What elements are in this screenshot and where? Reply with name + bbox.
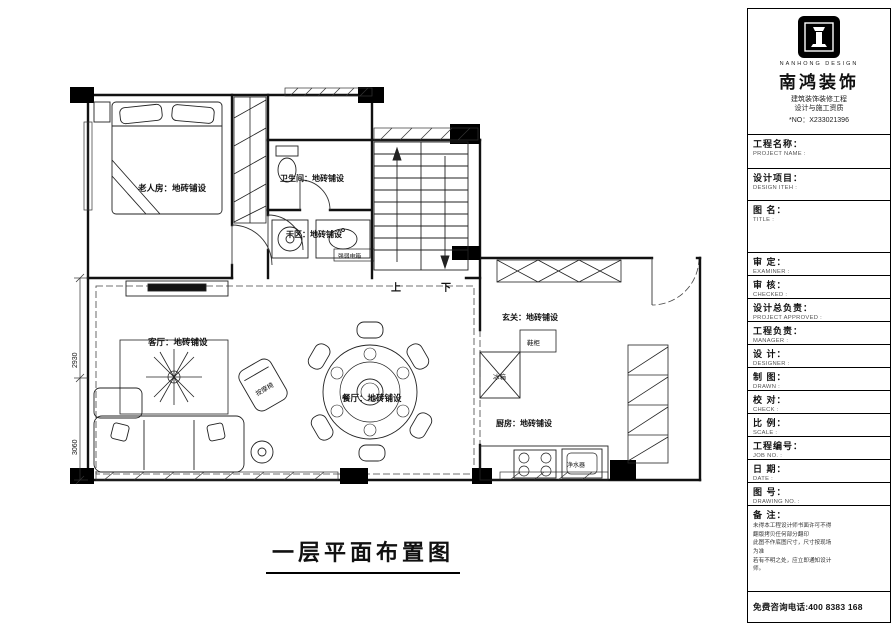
field-cn: 比 例：: [753, 417, 787, 428]
field-en: DATE :: [753, 475, 774, 482]
bed: [93, 101, 223, 215]
field-cn: 制 图：: [753, 371, 787, 382]
field-cn: 工程负责：: [753, 325, 804, 336]
field-en: PROJECT APPROVED :: [753, 314, 823, 321]
dashed-guides: [95, 257, 700, 475]
tv-cabinet: [125, 280, 229, 297]
field-cn: 图 号：: [753, 486, 787, 497]
field-en: DRAWING NO. :: [753, 498, 800, 505]
field-design-item: 设计项目： DESIGN ITEH :: [748, 169, 890, 201]
field-cn: 工程编号：: [753, 440, 804, 451]
field-cn: 设计项目：: [753, 173, 804, 183]
utility-box: [333, 248, 375, 262]
field-en: PROJECT NAME :: [753, 151, 806, 157]
notes-line: 师。: [753, 566, 765, 573]
field-scale: 比 例： SCALE :: [748, 414, 890, 437]
hotline-section: 免费咨询电话:400 8383 168: [748, 592, 890, 622]
field-en: EXAMINER :: [753, 268, 790, 275]
field-check: 校 对： CHECK :: [748, 391, 890, 414]
field-project-approved: 设计总负责： PROJECT APPROVED :: [748, 299, 890, 322]
field-manager: 工程负责： MANAGER :: [748, 322, 890, 345]
field-cn: 日 期：: [753, 463, 787, 474]
wardrobe: [233, 96, 267, 224]
label-entry: 玄关：地砖铺设: [502, 312, 558, 322]
field-en: MANAGER :: [753, 337, 789, 344]
rug: [119, 339, 229, 415]
plan-caption-text: 一层平面布置图: [265, 535, 460, 574]
field-drawing-no: 图 号： DRAWING NO. :: [748, 483, 890, 506]
dimension-lines: [74, 273, 88, 485]
doors: [231, 179, 653, 305]
dining-chairs: [307, 321, 433, 462]
field-en: DESIGN ITEH :: [753, 185, 798, 191]
notes-line: 未得本工程设计师书面许可不得: [753, 523, 832, 529]
label-water-purifier: 净水器: [567, 461, 585, 469]
nanhong-logo-icon: [798, 16, 840, 58]
label-elderly-room: 老人房：地砖铺设: [137, 183, 207, 193]
field-en: DESIGNER :: [753, 360, 790, 367]
dimension-2930: 2930: [72, 352, 79, 368]
floor-plan: 老人房：地砖铺设 卫生间：地砖铺设 干区：地砖铺设 上 下 客厅：地砖铺设 餐厅…: [70, 87, 702, 485]
field-en: JOB NO. :: [753, 452, 783, 459]
staircase: [373, 141, 469, 271]
dining-table: [322, 344, 418, 440]
accent-chair: [238, 358, 288, 412]
brand-no: *NO：X233021396: [789, 116, 849, 124]
field-designer: 设 计： DESIGNER :: [748, 345, 890, 368]
label-stairs-up: 上: [391, 281, 401, 294]
label-dry-area: 干区：地砖铺设: [286, 229, 342, 239]
field-cn: 工程名称：: [753, 139, 804, 149]
dimension-3060: 3060: [72, 439, 79, 455]
notes-line: 若有不明之处，应立即通知设计: [753, 557, 832, 564]
label-dining-room: 餐厅：地砖铺设: [341, 393, 402, 403]
tall-cabinet: [627, 344, 669, 464]
label-stairs-down: 下: [441, 282, 451, 294]
field-project-name: 工程名称： PROJECT NAME :: [748, 135, 890, 169]
label-bathroom: 卫生间：地砖铺设: [280, 173, 344, 183]
field-en: CHECK :: [753, 406, 779, 413]
label-shoe-cabinet: 鞋柜: [527, 338, 541, 347]
brand-qualification-1: 建筑装饰装修工程: [791, 96, 847, 103]
field-en: DRAWN :: [753, 383, 781, 390]
field-cn: 图 名：: [753, 205, 787, 215]
field-cn: 校 对：: [753, 394, 787, 405]
field-job-no: 工程编号： JOB NO. :: [748, 437, 890, 460]
windows: [83, 87, 609, 481]
brand-name-cn: 南鸿装饰: [779, 73, 859, 92]
sofa: [93, 387, 274, 473]
brand-qualification-2: 设计与施工资质: [794, 105, 844, 113]
field-drawn: 制 图： DRAWN :: [748, 368, 890, 391]
kitchen: [479, 351, 609, 481]
plan-caption: 一层平面布置图: [238, 535, 488, 574]
field-cn: 审 核：: [753, 279, 787, 290]
field-examiner: 审 定： EXAMINER :: [748, 253, 890, 276]
label-fridge: 冰箱: [493, 372, 507, 381]
notes-line: 此图不作底图尺寸，尺寸按现场: [753, 540, 832, 547]
columns: [70, 87, 636, 484]
label-kitchen: 厨房：地砖铺设: [496, 418, 552, 428]
notes-line: 翻版拷贝任何部分翻印: [753, 531, 809, 538]
field-en: TITLE :: [753, 217, 775, 223]
field-date: 日 期： DATE :: [748, 460, 890, 483]
field-cn: 设计总负责：: [753, 302, 814, 313]
field-en: CHECKED :: [753, 291, 788, 298]
notes-line: 为准: [753, 548, 765, 555]
field-title: 图 名： TITLE :: [748, 201, 890, 253]
brand-section: NANHONG DESIGN 南鸿装饰 建筑装饰装修工程 设计与施工资质 *NO…: [748, 9, 890, 135]
notes-label: 备 注：: [753, 510, 787, 520]
entry-storage: [496, 259, 622, 353]
field-cn: 审 定：: [753, 256, 787, 267]
field-cn: 设 计：: [753, 348, 787, 359]
label-massage-chair: 按摩椅: [254, 380, 276, 398]
notes-section: 备 注： 未得本工程设计师书面许可不得 翻版拷贝任何部分翻印 此图不作底图尺寸，…: [748, 506, 890, 592]
hotline-text: 免费咨询电话:400 8383 168: [753, 602, 863, 612]
title-block: NANHONG DESIGN 南鸿装饰 建筑装饰装修工程 设计与施工资质 *NO…: [747, 8, 891, 623]
bathroom-fixtures: [271, 145, 371, 259]
field-checked: 审 核： CHECKED :: [748, 276, 890, 299]
brand-name-en: NANHONG DESIGN: [779, 61, 859, 67]
label-electric-box: 强弱电箱: [338, 252, 361, 260]
label-living-room: 客厅：地砖铺设: [147, 337, 208, 347]
field-en: SCALE :: [753, 429, 778, 436]
